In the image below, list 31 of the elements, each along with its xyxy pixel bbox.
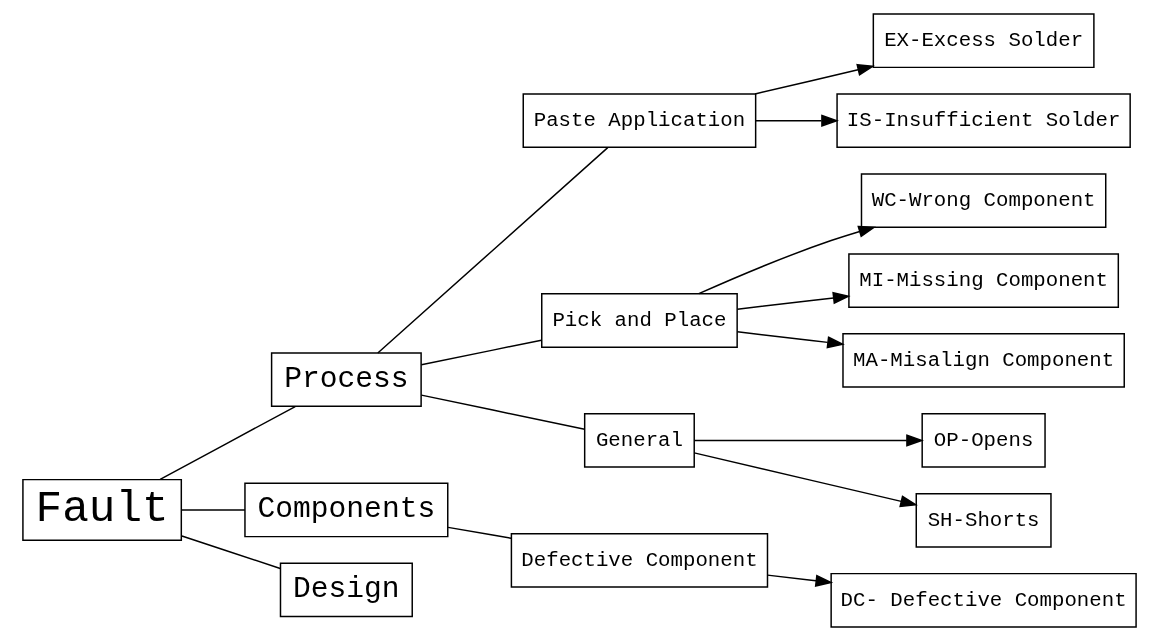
connector xyxy=(420,394,586,430)
arrow xyxy=(736,291,851,310)
node-box: Fault xyxy=(22,478,183,542)
arrow xyxy=(766,574,834,587)
node-box: WC-Wrong Component xyxy=(860,173,1107,228)
connector xyxy=(420,339,543,366)
node-box: DC- Defective Component xyxy=(830,572,1137,628)
node-box: MI-Missing Component xyxy=(848,253,1120,308)
arrow xyxy=(754,63,875,95)
node-box: Components xyxy=(244,482,449,538)
arrow xyxy=(698,225,877,295)
arrow xyxy=(736,331,845,349)
node-box: Defective Component xyxy=(510,532,769,588)
arrow xyxy=(755,114,839,127)
connector xyxy=(447,526,512,540)
node-box: Design xyxy=(279,562,413,618)
node-box: Process xyxy=(270,352,422,408)
node-box: Pick and Place xyxy=(541,293,738,348)
connector xyxy=(377,146,609,354)
node-box: IS-Insufficient Solder xyxy=(836,93,1131,149)
node-box: OP-Opens xyxy=(921,413,1046,468)
node-box: EX-Excess Solder xyxy=(872,13,1095,69)
node-box: SH-Shorts xyxy=(915,492,1052,548)
node-box: MA-Misalign Component xyxy=(842,333,1125,388)
connector xyxy=(181,535,281,570)
arrow xyxy=(693,434,924,447)
node-box: Paste Application xyxy=(522,93,757,149)
connector xyxy=(181,509,246,511)
node-box: General xyxy=(583,413,695,468)
arrow xyxy=(693,452,918,508)
connector xyxy=(159,405,296,481)
